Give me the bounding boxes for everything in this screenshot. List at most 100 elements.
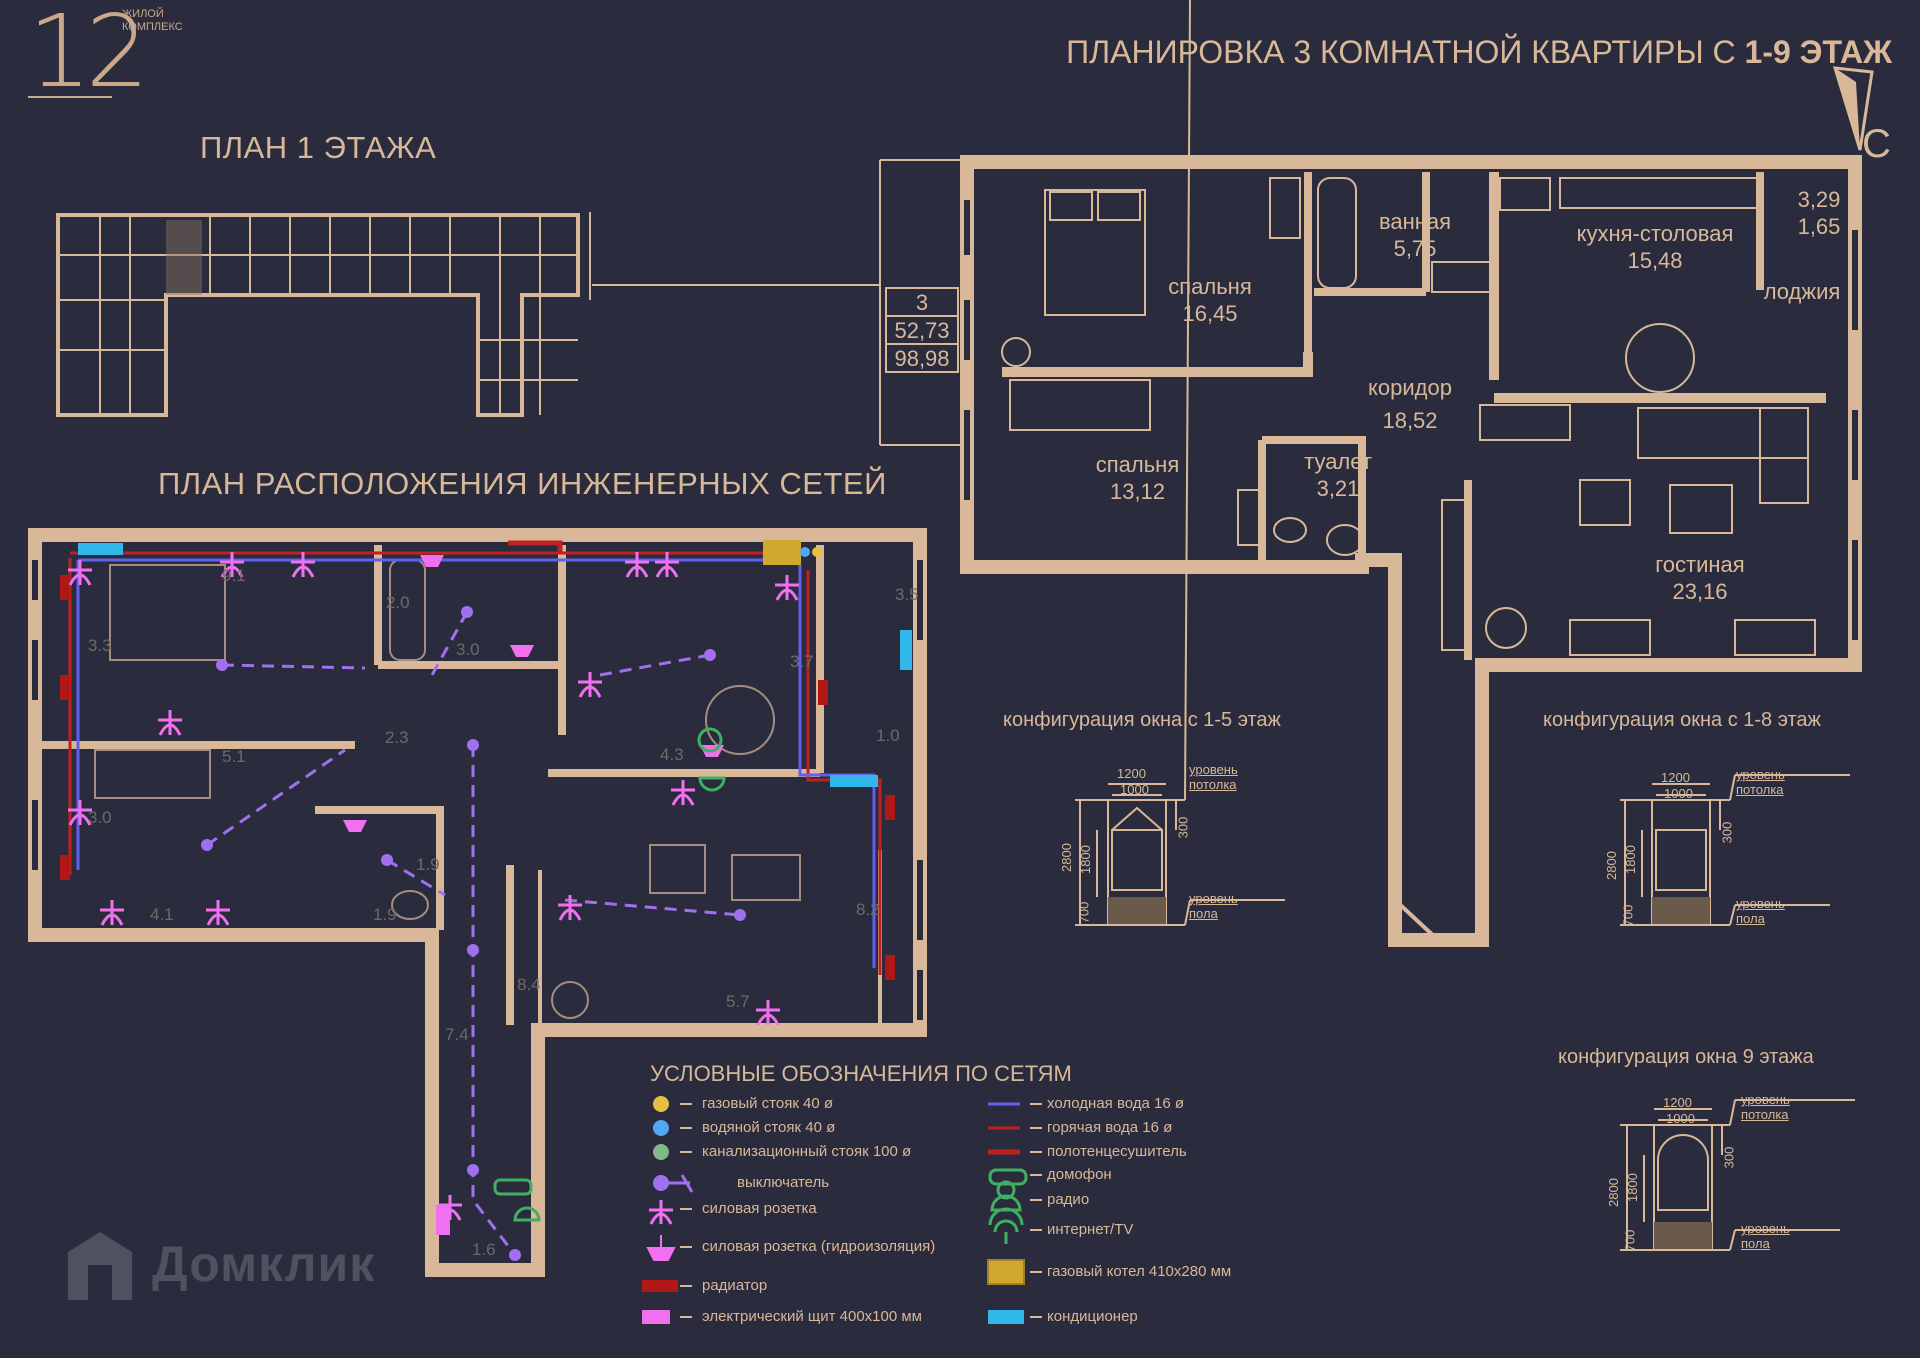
room-corridor-area: 18,52 <box>1382 408 1438 433</box>
engineering-heading: ПЛАН РАСПОЛОЖЕНИЯ ИНЖЕНЕРНЫХ СЕТЕЙ <box>158 466 887 501</box>
legend-radiator: радиатор <box>702 1277 768 1294</box>
wc3-h-total: 2800 <box>1605 1178 1621 1207</box>
room-bedroom2: спальня 13,12 <box>1080 451 1195 505</box>
dim-label: 3.0 <box>456 640 480 659</box>
floor-plan-heading: ПЛАН 1 ЭТАЖА <box>200 130 437 165</box>
window-config-2-title: конфигурация окна с 1-8 этаж <box>1543 709 1821 731</box>
apartment-summary-box <box>885 287 959 373</box>
legend-socket-waterproof: силовая розетка (гидроизоляция) <box>702 1238 936 1255</box>
north-compass-icon <box>1832 66 1874 151</box>
legend-icons <box>642 1096 1042 1324</box>
room-toilet-area: 3,21 <box>1316 476 1360 501</box>
room-bedroom2-area: 13,12 <box>1109 479 1166 504</box>
legend-gas-boiler: газовый котел 410х280 мм <box>1047 1263 1232 1280</box>
dim-label: 4.3 <box>660 745 684 764</box>
brand-subtitle-line1: ЖИЛОЙ <box>122 8 164 20</box>
wc2-h-bot: 700 <box>1620 904 1636 927</box>
dim-label: 2.3 <box>385 728 409 747</box>
engineering-networks <box>60 540 912 1261</box>
wc1-width-inner: 1000 <box>1120 782 1149 797</box>
title-floors: 1-9 ЭТАЖ <box>1744 34 1892 70</box>
legend-title: УСЛОВНЫЕ ОБОЗНАЧЕНИЯ ПО СЕТЯМ <box>650 1061 1072 1086</box>
dim-label: 2.0 <box>386 593 410 612</box>
room-toilet: туалет 3,21 <box>1298 448 1378 502</box>
brand-subtitle-line2: КОМПЛЕКС <box>122 21 183 33</box>
window-config-diagrams <box>1075 0 1855 1251</box>
wc2-h-win: 1800 <box>1622 845 1638 874</box>
room-loggia-name: лоджия <box>1763 279 1841 304</box>
wc2-floor: уровень пола <box>1736 896 1785 926</box>
legend-gas-riser: газовый стояк 40 ø <box>702 1095 834 1112</box>
wc2-h-total: 2800 <box>1603 851 1619 880</box>
window-config-3-drawing <box>1620 1099 1855 1251</box>
room-loggia-area1: 3,29 <box>1797 187 1841 212</box>
dim-label: 3.3 <box>88 636 112 655</box>
compass-label: С <box>1862 122 1891 166</box>
wc2-ceiling: уровень потолка <box>1736 767 1785 797</box>
dim-label: 7.4 <box>445 1025 469 1044</box>
wc1-h-total: 2800 <box>1058 843 1074 872</box>
wc2-h-top: 300 <box>1719 821 1735 844</box>
dim-label: 1.9 <box>416 855 440 874</box>
room-toilet-name: туалет <box>1304 449 1372 474</box>
room-kitchen: кухня-столовая 15,48 <box>1560 220 1750 274</box>
wc3-ceiling: уровень потолка <box>1741 1092 1790 1122</box>
room-kitchen-area: 15,48 <box>1627 248 1683 273</box>
room-bedroom2-name: спальня <box>1095 452 1180 477</box>
dim-label: 9.1 <box>222 566 246 585</box>
room-kitchen-name: кухня-столовая <box>1576 221 1734 246</box>
domklik-watermark: Домклик <box>152 1236 376 1292</box>
legend-switch: выключатель <box>737 1174 830 1191</box>
wc3-width-outer: 1200 <box>1663 1095 1692 1110</box>
room-bathroom-name: ванная <box>1378 209 1452 234</box>
dim-label: 4.1 <box>150 905 174 924</box>
legend-socket: силовая розетка <box>702 1200 817 1217</box>
dim-label: 5.7 <box>726 992 750 1011</box>
building-floor-plan <box>56 159 965 446</box>
page-title: ПЛАНИРОВКА 3 КОМНАТНОЙ КВАРТИРЫ С 1-9 ЭТ… <box>1066 34 1892 71</box>
legend-internet-tv: интернет/TV <box>1047 1221 1134 1238</box>
dim-label: 5.1 <box>222 747 246 766</box>
wc1-h-top: 300 <box>1175 816 1191 839</box>
legend-sewer-riser: канализационный стояк 100 ø <box>702 1143 912 1160</box>
summary-rooms: 3 <box>915 290 929 315</box>
window-config-1-title: конфигурация окна с 1-5 этаж <box>1003 709 1281 731</box>
legend-intercom: домофон <box>1047 1166 1112 1183</box>
dim-label: 3.5 <box>895 585 919 604</box>
window-config-1-drawing <box>1075 0 1285 926</box>
wc1-floor: уровень пола <box>1189 891 1238 921</box>
wc3-floor: уровень пола <box>1741 1221 1790 1251</box>
room-living-area: 23,16 <box>1672 579 1728 604</box>
domklik-logo-icon <box>68 1232 132 1300</box>
wc1-ceiling: уровень потолка <box>1189 762 1238 792</box>
legend-towel-dryer: полотенцесушитель <box>1047 1143 1187 1160</box>
room-bathroom-area: 5,75 <box>1393 236 1437 261</box>
room-loggia-area2: 1,65 <box>1797 214 1841 239</box>
room-bedroom1-area: 16,45 <box>1182 301 1238 326</box>
legend-cold-water: холодная вода 16 ø <box>1047 1095 1185 1112</box>
wc2-width-outer: 1200 <box>1661 770 1690 785</box>
engineering-plan <box>28 528 927 1277</box>
wc1-h-win: 1800 <box>1077 845 1093 874</box>
summary-total-area: 98,98 <box>894 346 950 371</box>
wc1-width-outer: 1200 <box>1117 766 1146 781</box>
legend-hot-water: горячая вода 16 ø <box>1047 1119 1173 1136</box>
room-bathroom: ванная 5,75 <box>1360 208 1470 262</box>
wc3-h-win: 1800 <box>1624 1173 1640 1202</box>
summary-living-area: 52,73 <box>894 318 950 343</box>
legend-electrical-panel: электрический щит 400х100 мм <box>702 1308 922 1325</box>
dim-label: 1.0 <box>876 726 900 745</box>
legend-radio: радио <box>1047 1191 1090 1208</box>
apartment-plan <box>960 155 1862 947</box>
room-loggia-areas: 3,29 1,65 <box>1792 186 1846 240</box>
dim-label: 8.2 <box>856 900 880 919</box>
room-living: гостиная 23,16 <box>1635 551 1765 605</box>
dim-label: 1.9 <box>373 905 397 924</box>
brand-number: 12 <box>28 0 149 110</box>
wc2-width-inner: 1000 <box>1664 786 1693 801</box>
dim-label: 3.0 <box>88 808 112 827</box>
legend-water-riser: водяной стояк 40 ø <box>702 1119 836 1136</box>
room-corridor: коридор 18,52 <box>1350 374 1470 434</box>
legend-air-conditioner: кондиционер <box>1047 1308 1138 1325</box>
